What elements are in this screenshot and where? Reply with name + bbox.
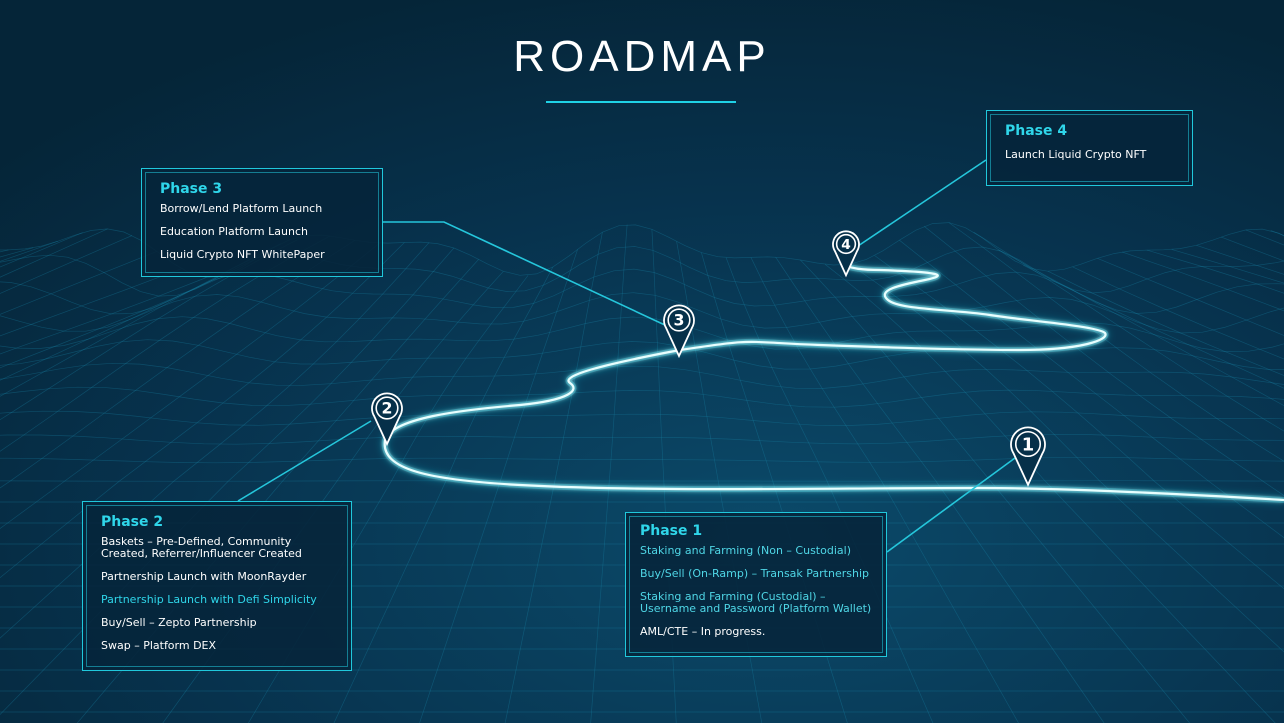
grid-line (419, 249, 578, 723)
phase-2-item: Partnership Launch with MoonRayder (101, 570, 307, 583)
marker-pin-4: 4 (832, 230, 860, 278)
grid-line (0, 292, 1284, 334)
phase-3-item: Education Platform Launch (160, 225, 308, 238)
phase-3-card: Phase 3 Borrow/Lend Platform Launch Educ… (141, 168, 383, 277)
connector-phase-2 (237, 420, 372, 502)
grid-line (0, 362, 1284, 389)
grid-line (701, 252, 848, 723)
marker-label: 2 (382, 399, 393, 418)
grid-line (0, 316, 1284, 352)
grid-line (0, 456, 1284, 464)
connector-lines (237, 159, 1016, 553)
phase-1-item: Buy/Sell (On-Ramp) – Transak Partnership (640, 567, 870, 580)
title-underline (546, 101, 736, 103)
marker-ring (1014, 430, 1042, 458)
grid-line (1023, 264, 1284, 389)
roadmap-path (381, 263, 1284, 503)
phase-3-title: Phase 3 (160, 181, 223, 197)
phase-1-item: Staking and Farming (Custodial) – Userna… (640, 590, 872, 615)
grid-line (651, 229, 677, 723)
phase-3-item: Borrow/Lend Platform Launch (160, 202, 323, 215)
page-title: ROADMAP (513, 32, 771, 81)
grid-line (1047, 270, 1284, 376)
phase-4-card: Phase 4 Launch Liquid Crypto NFT (986, 110, 1193, 186)
marker-ring (667, 308, 691, 332)
grid-line (0, 339, 1284, 370)
grid-line (725, 257, 934, 723)
grid-line (0, 268, 1284, 315)
grid-line (0, 243, 281, 397)
grid-line (0, 242, 380, 530)
phase-2-card: Phase 2 Baskets – Pre-Defined, Community… (82, 501, 352, 671)
phase-2-title: Phase 2 (101, 514, 164, 530)
phase-3-item: Liquid Crypto NFT WhitePaper (160, 248, 325, 261)
marker-ring (835, 233, 857, 255)
grid-line (0, 272, 232, 369)
phase-2-item: Buy/Sell – Zepto Partnership (101, 616, 257, 629)
phase-2-item: Baskets – Pre-Defined, Community Created… (101, 535, 302, 560)
phase-1-card: Phase 1 Staking and Farming (Non – Custo… (625, 512, 887, 657)
grid-line (0, 235, 331, 452)
grid-line (0, 386, 1284, 408)
connector-phase-3 (383, 221, 668, 327)
grid-line (800, 259, 1191, 723)
grid-line (948, 222, 1284, 462)
phase-1-item: AML/CTE – In progress. (640, 625, 766, 638)
marker-pin-2: 2 (371, 392, 403, 447)
grid-line (0, 433, 1284, 445)
grid-line (590, 224, 628, 723)
grid-line (973, 231, 1284, 432)
grid-line (1072, 266, 1284, 360)
phase-4-title: Phase 4 (1005, 123, 1068, 139)
marker-label: 1 (1022, 434, 1034, 455)
marker-pin-3: 3 (663, 304, 695, 359)
grid-line (504, 232, 603, 723)
grid-line (750, 257, 1019, 723)
grid-line (0, 277, 207, 355)
marker-pins: 1 2 3 4 (371, 230, 1046, 487)
grid-line (874, 255, 1284, 590)
phase-1-item: Staking and Farming (Non – Custodial) (640, 544, 851, 557)
phase-1-title: Phase 1 (640, 523, 703, 539)
grid-line (0, 235, 306, 421)
grid-line (0, 480, 1284, 482)
grid-line (0, 246, 1284, 297)
grid-line (0, 258, 257, 381)
connector-phase-1 (886, 457, 1016, 553)
marker-pin-1: 1 (1010, 426, 1046, 487)
phase-2-item: Swap – Platform DEX (101, 639, 217, 652)
grid-line (899, 239, 1284, 539)
phase-2-item: Partnership Launch with Defi Simplicity (101, 593, 317, 606)
grid-line (333, 266, 554, 723)
marker-label: 4 (841, 237, 851, 253)
grid-line (849, 263, 1284, 653)
grid-line (824, 264, 1276, 723)
phase-4-item: Launch Liquid Crypto NFT (1005, 148, 1147, 161)
marker-label: 3 (674, 311, 685, 330)
grid-line (0, 410, 1284, 426)
marker-ring (375, 396, 399, 420)
grid-line (0, 240, 356, 489)
grid-line (998, 249, 1284, 406)
connector-phase-4 (857, 159, 987, 247)
